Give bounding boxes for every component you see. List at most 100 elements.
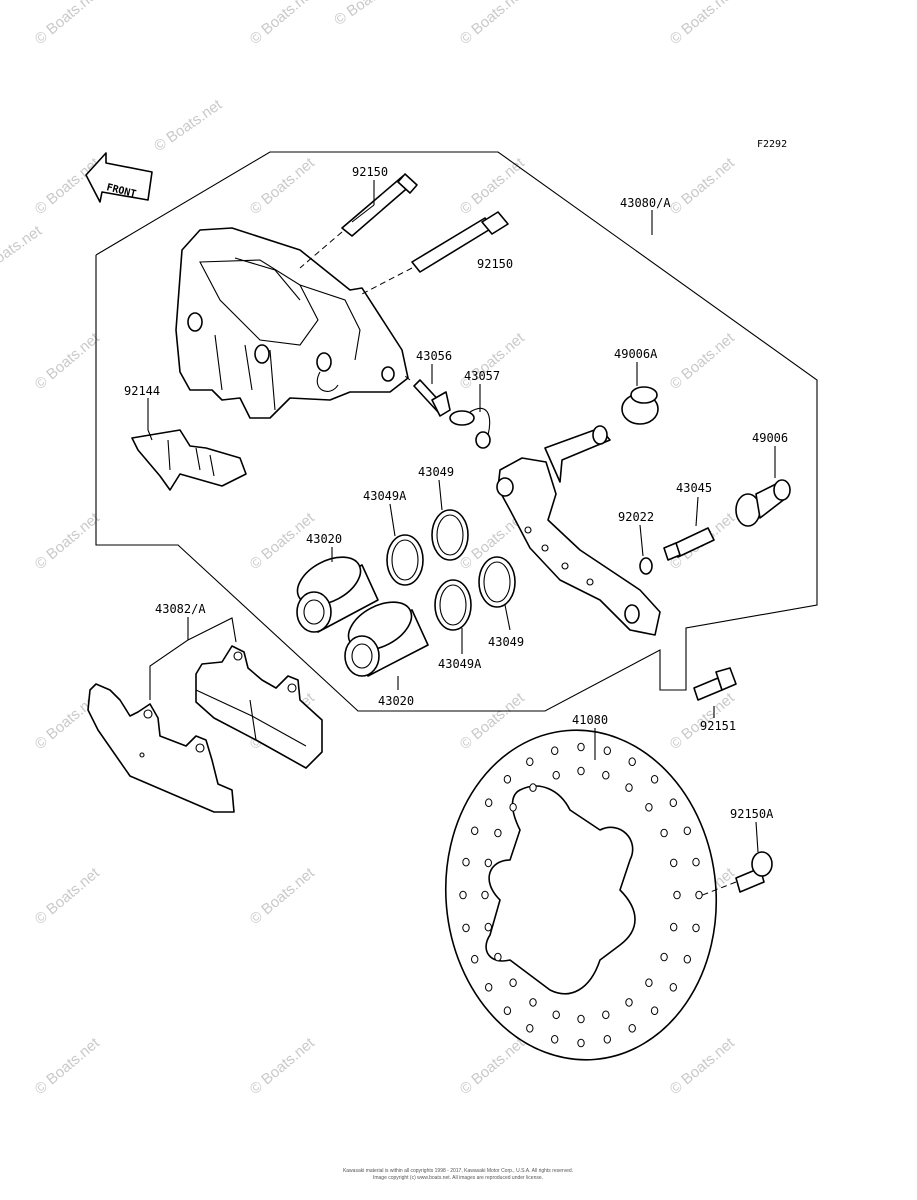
watermark: © Boats.net [457,154,529,218]
bolt-92151 [693,667,737,701]
disc-hole [670,922,678,932]
disc-hole [603,1035,611,1044]
brake-pad-pair [195,645,323,769]
disc-hole [485,798,493,808]
caliper-body [175,227,409,419]
disc-hole [602,770,610,780]
label-92151: 92151 [700,719,736,733]
disc-hole [660,952,668,962]
disc-hole [494,952,502,962]
disc-hole [577,766,585,776]
part-labels: 92150 92150 43080/A 43056 43057 49006A 9… [124,165,788,821]
disc-hole [577,742,585,752]
disc-hole [484,922,492,932]
washer-92022 [639,557,653,575]
disc-hole [471,826,479,836]
boot-49006A [621,386,659,425]
disc-hole [625,783,633,792]
label-49006: 49006 [752,431,788,445]
pad-plate [87,683,235,813]
front-arrow-icon: FRONT [85,152,153,203]
label-41080: 41080 [572,713,608,727]
disc-bolt-92150A [735,851,773,893]
disc-hole [552,1010,560,1020]
label-43082A: 43082/A [155,602,206,616]
label-43056: 43056 [416,349,452,363]
disc-hole [650,1006,659,1016]
disc-hole [645,978,653,988]
disc-hole [625,998,633,1007]
watermark: © Boats.net [667,0,739,48]
disc-hole [509,803,517,812]
disc-hole [526,1024,534,1033]
disc-hole [494,828,502,838]
disc-hole [692,923,700,933]
pin-43045 [663,527,715,561]
disc-hole [459,890,467,900]
seal-43049A-upper [386,534,424,586]
watermark: © Boats.net [32,864,104,928]
watermark: © Boats.net [331,0,406,29]
watermark: © Boats.net [667,154,739,218]
label-43049A-upper: 43049A [363,489,407,503]
disc-hole [683,954,691,964]
disc-hole [503,775,512,784]
copyright-line-2: Image copyright (c) www.boats.net. All i… [373,1175,543,1181]
watermark: © Boats.net [667,329,739,393]
slide-pin-92150-upper [299,173,418,269]
label-92144: 92144 [124,384,160,398]
caliper-assembly-outline [95,151,818,712]
bleeder-valve [404,375,451,417]
piston-43020-lower [344,601,429,677]
disc-hole [526,757,534,767]
disc-hole [462,857,470,867]
watermark: © Boats.net [457,689,529,753]
label-43057: 43057 [464,369,500,383]
disc-hole [602,1010,610,1020]
pad-spring [131,429,247,491]
watermark: © Boats.net [32,1034,104,1098]
disc-hole [660,828,668,838]
slide-pin-92150-lower [359,211,509,296]
disc-hole [481,890,489,900]
disc-hole [529,783,537,792]
caliper-bracket [496,425,661,636]
disc-hole [484,858,492,868]
copyright-line-1: Kawasaki material is within all copyrigh… [343,1168,573,1174]
label-43049-upper: 43049 [418,465,454,479]
disc-hole [551,1035,559,1044]
disc-hole [692,857,700,867]
label-43020-upper: 43020 [306,532,342,546]
disc-hole [552,770,560,780]
watermark: © Boats.net [32,329,104,393]
label-92150-upper: 92150 [352,165,388,179]
seal-43049A-lower [434,579,472,631]
watermark: © Boats.net [247,154,319,218]
disc-hole [628,757,636,767]
bleeder-cap [449,407,491,449]
watermark: © Boats.net [667,1034,739,1098]
disc-hole [650,775,659,784]
disc-hole [577,1038,585,1048]
watermark: © Boats.net [247,0,319,48]
disc-hole [503,1006,512,1016]
disc-hole [471,954,479,964]
disc-vent-holes [459,742,703,1048]
watermark: © Boats.net [457,1034,529,1098]
watermark: © Boats.net [457,329,529,393]
label-43020-lower: 43020 [378,694,414,708]
watermark: © Boats.net [0,222,46,281]
watermark: © Boats.net [247,864,319,928]
watermark: © Boats.net [151,96,226,155]
disc-hole [551,746,559,756]
disc-hole [462,923,470,933]
disc-hole [669,983,677,992]
watermark: © Boats.net [32,0,104,48]
disc-hole [628,1024,636,1033]
seal-43049-upper [431,509,469,561]
label-43080A: 43080/A [620,196,671,210]
watermark: © Boats.net [457,0,529,48]
disc-hole [645,803,653,812]
brake-disc [444,729,718,1061]
